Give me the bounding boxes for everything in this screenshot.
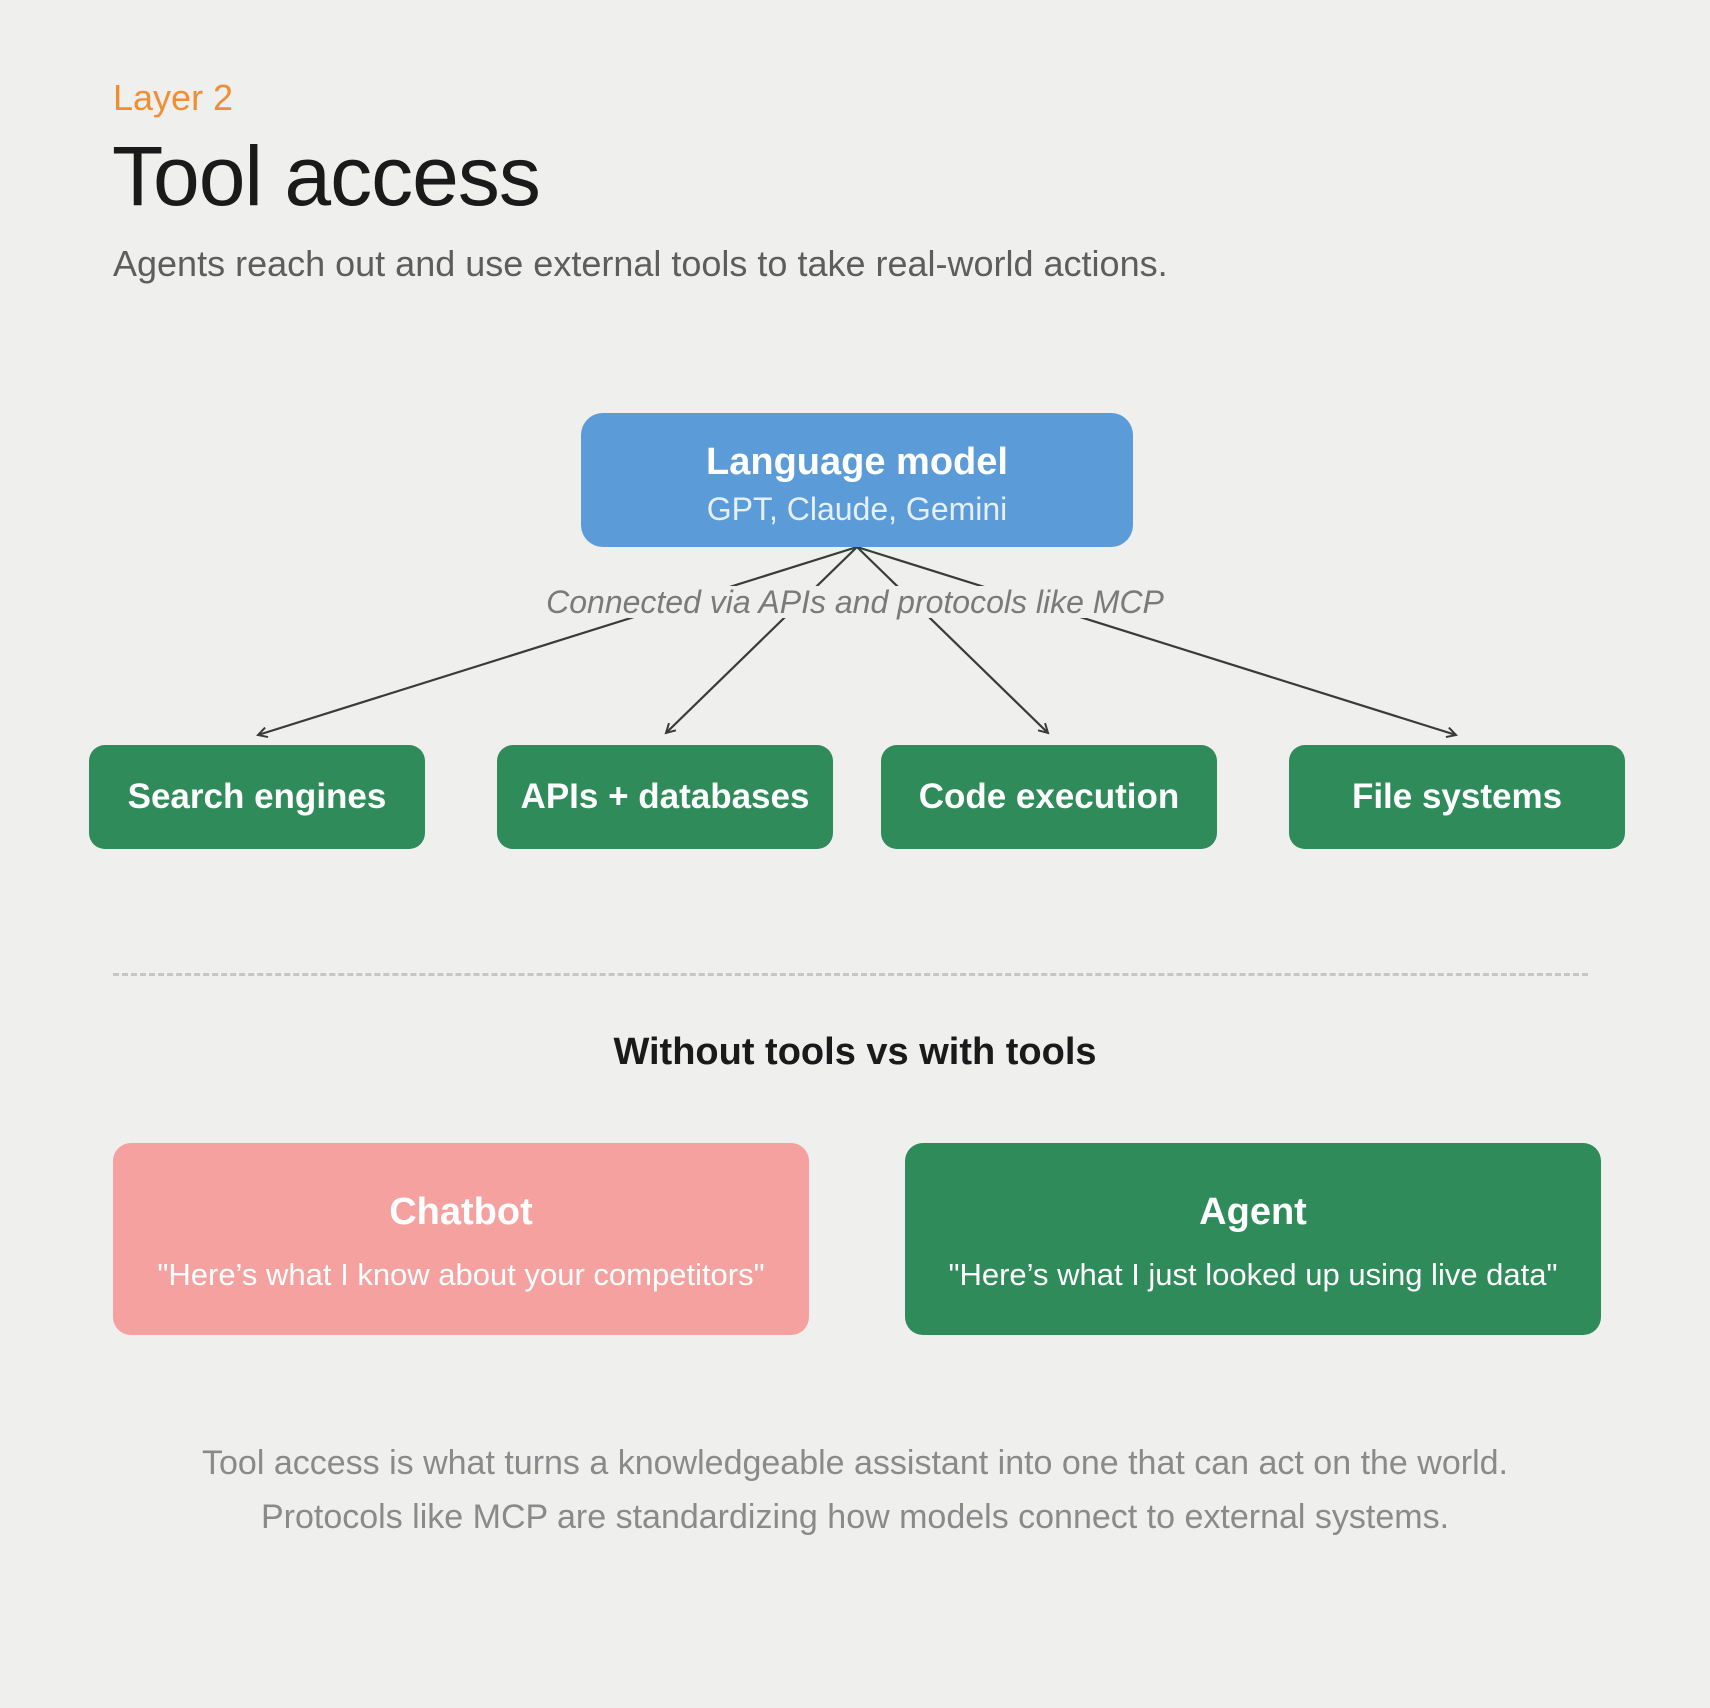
arrow-to-file-systems	[856, 545, 1456, 735]
footer-line-1: Tool access is what turns a knowledgeabl…	[202, 1444, 1508, 1482]
tool-label: Code execution	[918, 777, 1180, 816]
tool-label: Search engines	[127, 777, 387, 816]
arrow-to-code-execution	[856, 546, 1048, 733]
model-name: Language model	[706, 441, 1008, 483]
footer-note: Tool access is what turns a knowledgeabl…	[0, 1436, 1710, 1544]
agent-card: Agent "Here’s what I just looked up usin…	[905, 1143, 1601, 1335]
tool-box-file-systems: File systems	[1289, 745, 1625, 849]
tool-label: APIs + databases	[520, 777, 810, 816]
tool-label: File systems	[1351, 777, 1563, 816]
page-title: Tool access	[112, 129, 541, 223]
page-subtitle: Agents reach out and use external tools …	[113, 243, 1168, 284]
tool-box-code-execution: Code execution	[881, 745, 1217, 849]
tool-box-search-engines: Search engines	[89, 745, 425, 849]
arrow-to-search-engines	[258, 545, 858, 735]
chatbot-quote: "Here’s what I know about your competito…	[157, 1257, 765, 1292]
agent-quote: "Here’s what I just looked up using live…	[948, 1257, 1558, 1292]
layer-label: Layer 2	[113, 77, 234, 118]
comparison-title: Without tools vs with tools	[613, 1031, 1097, 1073]
chatbot-title: Chatbot	[389, 1191, 533, 1233]
model-examples: GPT, Claude, Gemini	[706, 491, 1008, 527]
language-model-box: Language model GPT, Claude, Gemini	[581, 413, 1133, 547]
footer-line-2: Protocols like MCP are standardizing how…	[260, 1498, 1450, 1536]
agent-title: Agent	[1199, 1191, 1307, 1233]
chatbot-card: Chatbot "Here’s what I know about your c…	[113, 1143, 809, 1335]
section-divider	[113, 973, 1588, 976]
arrow-to-apis-databases	[666, 546, 858, 733]
connection-label: Connected via APIs and protocols like MC…	[540, 586, 1170, 618]
tool-box-apis-databases: APIs + databases	[497, 745, 833, 849]
